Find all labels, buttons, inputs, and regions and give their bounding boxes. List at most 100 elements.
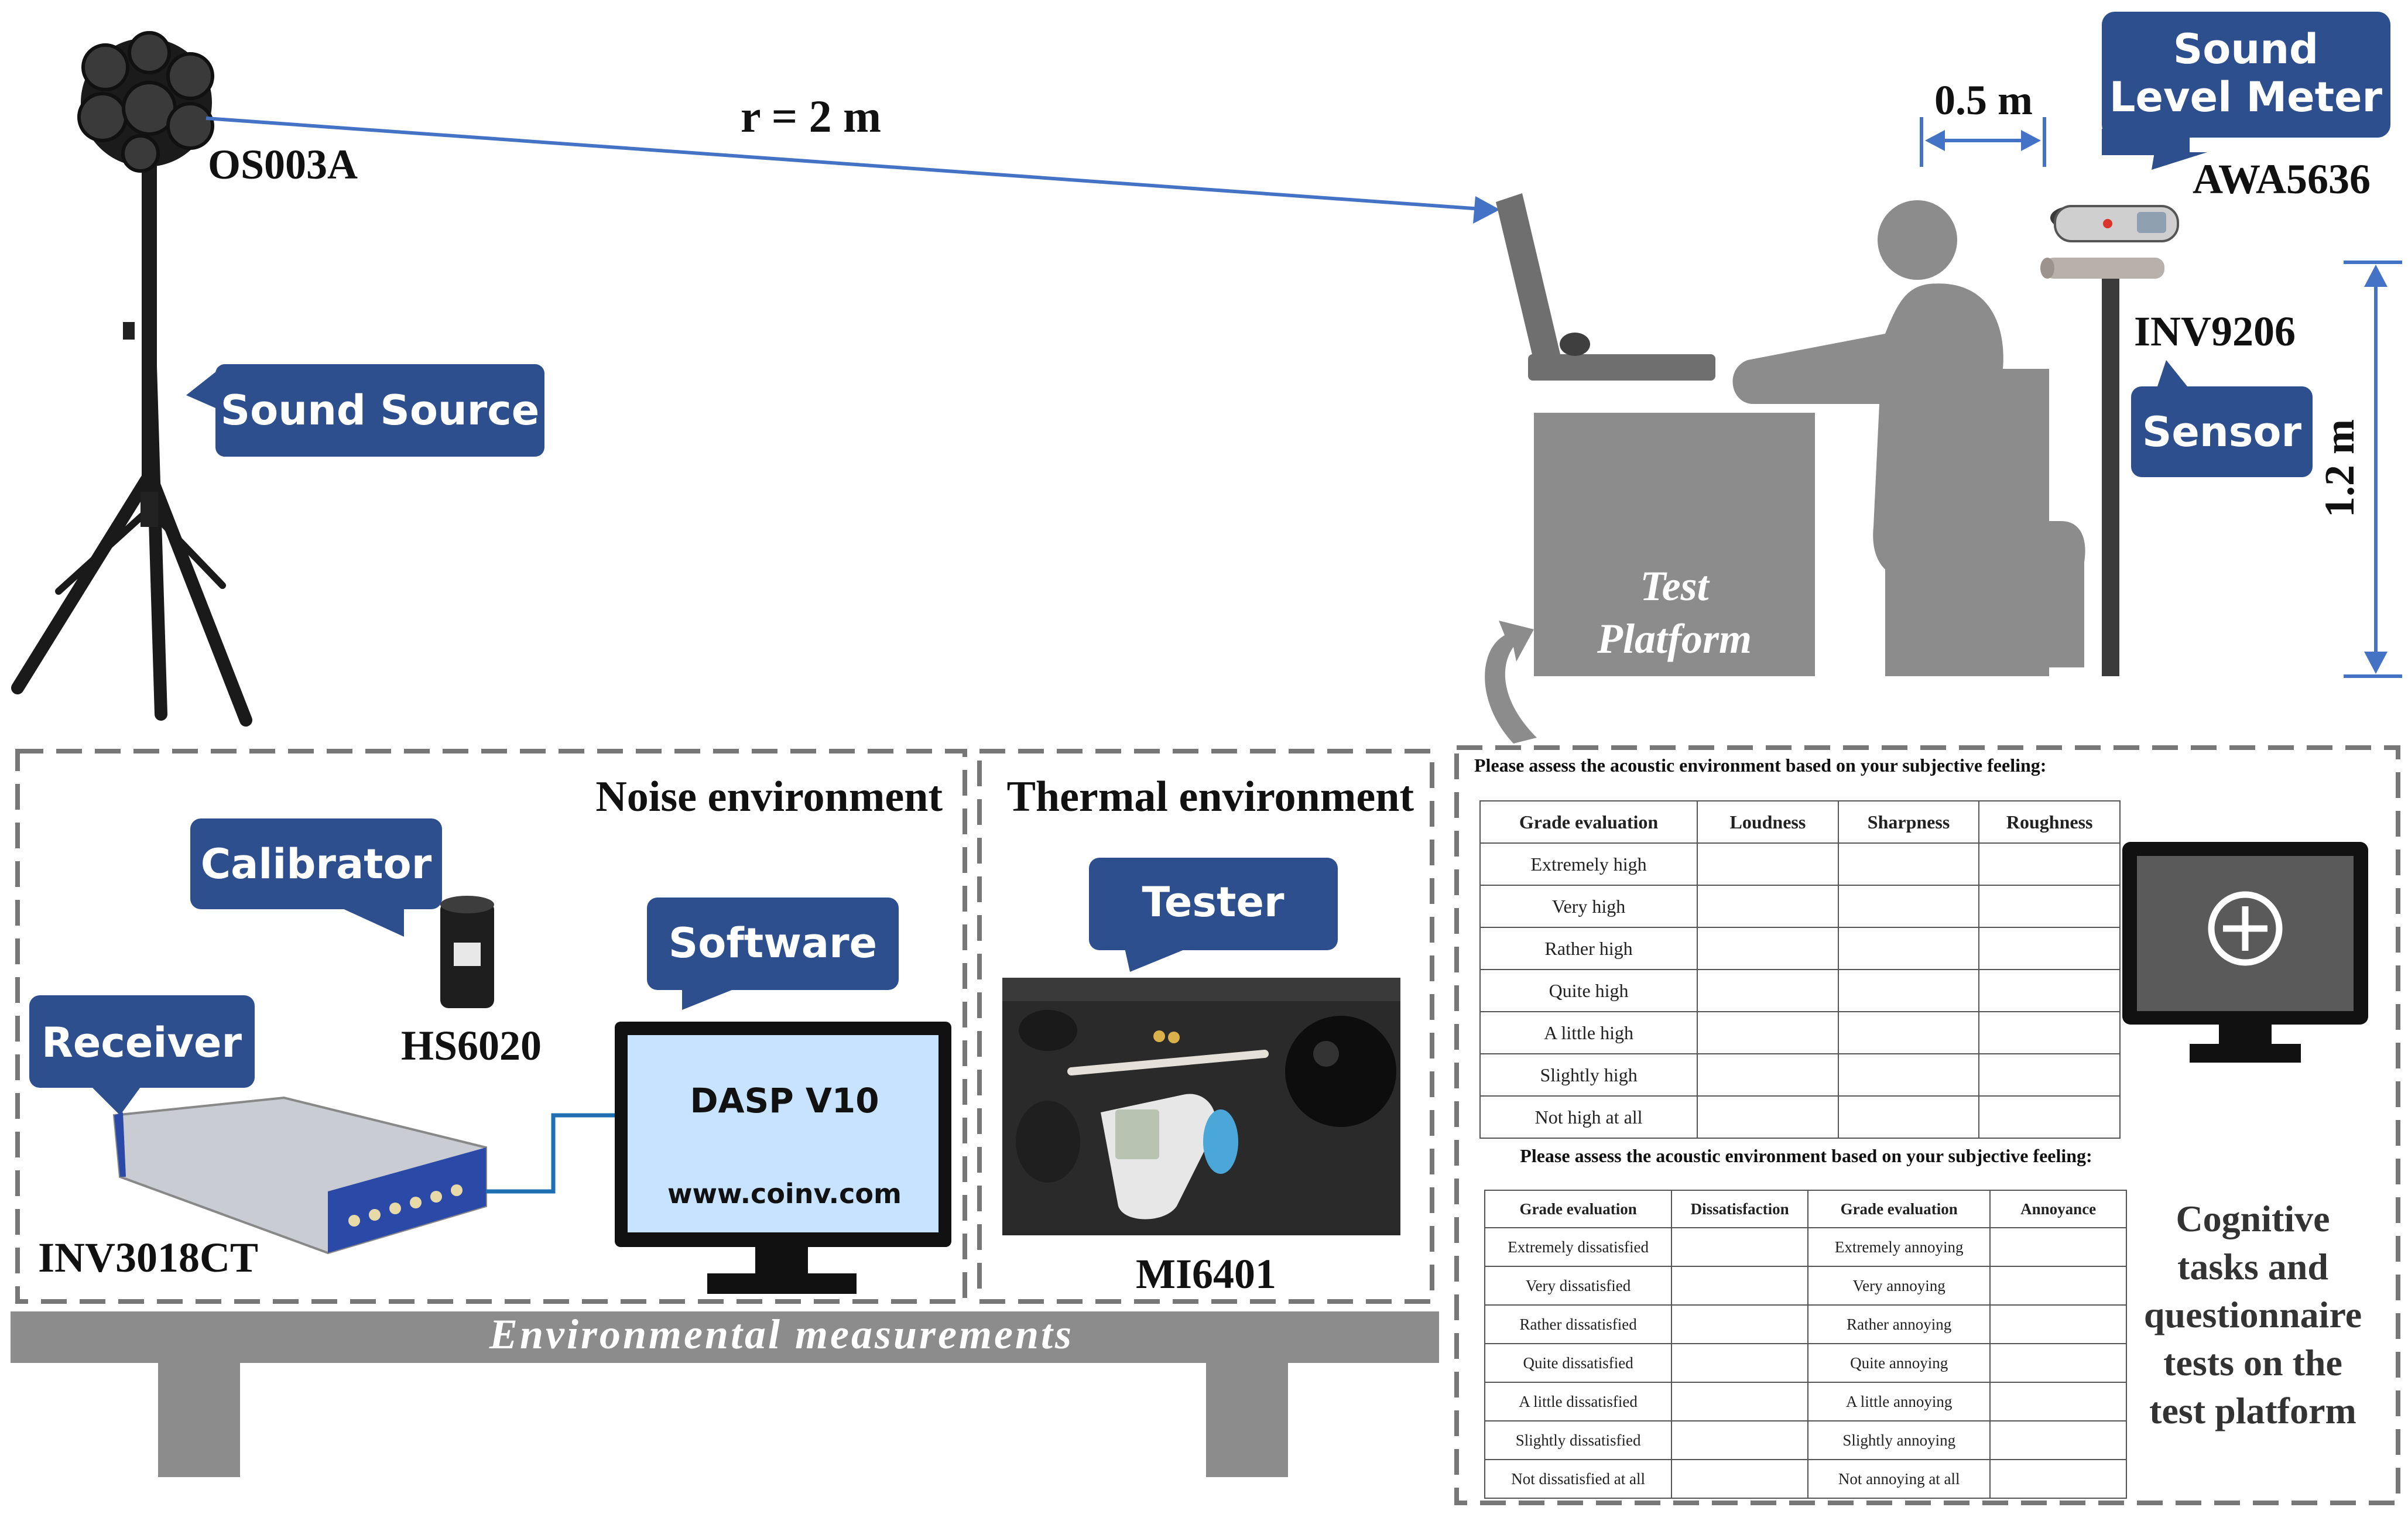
rating-cell[interactable] <box>1697 842 1839 886</box>
table-row: Extremely high <box>1479 842 2121 886</box>
rating-cell[interactable] <box>1837 969 1980 1012</box>
rating-cell[interactable] <box>1697 885 1839 928</box>
calibrator-model-label: HS6020 <box>401 1022 542 1069</box>
source-model-label: OS003A <box>208 141 358 188</box>
dissatisfaction-grade-cell: A little dissatisfied <box>1484 1382 1673 1421</box>
table-header: Sharpness <box>1837 800 1980 844</box>
table-header: Roughness <box>1978 800 2121 844</box>
bench-label: Environmental measurements <box>489 1311 1074 1358</box>
rating-cell[interactable] <box>1978 885 2121 928</box>
table-header: Grade evaluation <box>1807 1190 1991 1228</box>
table-header: Annoyance <box>1989 1190 2127 1228</box>
rating-cell[interactable] <box>1837 1095 1980 1139</box>
dissatisfaction-grade-cell: Slightly dissatisfied <box>1484 1420 1673 1460</box>
thermal-environment-title: Thermal environment <box>1007 773 1414 821</box>
table-row: Very high <box>1479 885 2121 928</box>
rating-cell[interactable] <box>1837 1011 1980 1054</box>
sensor-stand <box>2102 272 2119 676</box>
software-callout: Software <box>647 898 899 1010</box>
rating-cell[interactable] <box>1989 1420 2127 1460</box>
sound-source-callout-text: Sound Source <box>221 386 539 434</box>
rating-cell[interactable] <box>1978 1053 2121 1097</box>
dodecahedron-speaker <box>77 31 214 173</box>
rating-cell[interactable] <box>1671 1382 1809 1421</box>
rating-cell[interactable] <box>1989 1343 2127 1383</box>
rating-cell[interactable] <box>1837 1053 1980 1097</box>
annoyance-grade-cell: Very annoying <box>1807 1266 1991 1306</box>
cognitive-caption-line1: Cognitive <box>2176 1198 2330 1239</box>
chair <box>1885 369 2049 676</box>
table-row: Very dissatisfied Very annoying <box>1484 1266 2127 1306</box>
rating-cell[interactable] <box>1978 927 2121 970</box>
rating-cell[interactable] <box>1697 1095 1839 1139</box>
tester-callout: Tester <box>1089 858 1338 972</box>
grade-cell: A little high <box>1479 1011 1698 1054</box>
annoyance-grade-cell: Quite annoying <box>1807 1343 1991 1383</box>
platform-label-line2: Platform <box>1597 615 1752 662</box>
sound-source-callout: Sound Source <box>186 364 544 457</box>
rating-cell[interactable] <box>1671 1343 1809 1383</box>
rating-cell[interactable] <box>1978 1011 2121 1054</box>
rating-cell[interactable] <box>1989 1266 2127 1306</box>
rating-cell[interactable] <box>1697 927 1839 970</box>
software-screen-url: www.coinv.com <box>667 1178 902 1210</box>
cognitive-monitor <box>2122 842 2368 1063</box>
meter-model-label: AWA5636 <box>2193 156 2371 203</box>
rating-cell[interactable] <box>1989 1459 2127 1499</box>
sensor-callout-text: Sensor <box>2142 408 2301 456</box>
table-row: Quite high <box>1479 969 2121 1012</box>
rating-cell[interactable] <box>1671 1459 1809 1499</box>
rating-cell[interactable] <box>1989 1304 2127 1344</box>
rating-cell[interactable] <box>1697 1011 1839 1054</box>
platform-label-line1: Test <box>1640 563 1710 609</box>
table-row: Slightly dissatisfied Slightly annoying <box>1484 1420 2127 1460</box>
annoyance-grade-cell: Slightly annoying <box>1807 1420 1991 1460</box>
table-row: Not dissatisfied at all Not annoying at a… <box>1484 1459 2127 1499</box>
table-header: Grade evaluation <box>1484 1190 1673 1228</box>
table-row: Not high at all <box>1479 1095 2121 1139</box>
rating-cell[interactable] <box>1697 969 1839 1012</box>
table-header-row: Grade evaluation Loudness Sharpness Roug… <box>1479 800 2121 844</box>
rating-cell[interactable] <box>1671 1304 1809 1344</box>
loudness-questionnaire-table: Grade evaluation Loudness Sharpness Roug… <box>1479 800 2121 1139</box>
rating-cell[interactable] <box>1671 1420 1809 1460</box>
dissatisfaction-grade-cell: Very dissatisfied <box>1484 1266 1673 1306</box>
questionnaire1-prompt: Please assess the acoustic environment b… <box>1474 755 2046 776</box>
calibrator-device <box>440 896 494 1008</box>
sound-level-meter-callout-line2: Level Meter <box>2109 73 2383 121</box>
table-header: Grade evaluation <box>1479 800 1698 844</box>
rating-cell[interactable] <box>1978 1095 2121 1139</box>
offset-label: 0.5 m <box>1934 77 2033 124</box>
cognitive-caption-line3: questionnaire <box>2144 1294 2362 1335</box>
rating-cell[interactable] <box>1837 927 1980 970</box>
rating-cell[interactable] <box>1989 1227 2127 1267</box>
rating-cell[interactable] <box>1978 842 2121 886</box>
sound-level-meter-callout: Sound Level Meter <box>2102 12 2390 170</box>
platform-link-arrow <box>1485 621 1537 744</box>
rating-cell[interactable] <box>1978 969 2121 1012</box>
questionnaire2-prompt: Please assess the acoustic environment b… <box>1520 1145 2092 1166</box>
height-label: 1.2 m <box>2316 419 2363 518</box>
dissatisfaction-grade-cell: Extremely dissatisfied <box>1484 1227 1673 1267</box>
measurement-bench <box>11 1311 1439 1477</box>
rating-cell[interactable] <box>1671 1266 1809 1306</box>
dissatisfaction-grade-cell: Not dissatisfied at all <box>1484 1459 1673 1499</box>
annoyance-grade-cell: Not annoying at all <box>1807 1459 1991 1499</box>
table-header: Loudness <box>1697 800 1839 844</box>
table-row: A little high <box>1479 1011 2121 1054</box>
grade-cell: Quite high <box>1479 969 1698 1012</box>
rating-cell[interactable] <box>1989 1382 2127 1421</box>
rating-cell[interactable] <box>1837 885 1980 928</box>
rating-cell[interactable] <box>1837 842 1980 886</box>
distance-label: r = 2 m <box>741 91 881 142</box>
annoyance-grade-cell: Rather annoying <box>1807 1304 1991 1344</box>
sound-level-meter-callout-line1: Sound <box>2173 25 2318 73</box>
grade-cell: Not high at all <box>1479 1095 1698 1139</box>
rating-cell[interactable] <box>1671 1227 1809 1267</box>
rating-cell[interactable] <box>1697 1053 1839 1097</box>
software-screen-title: DASP V10 <box>690 1081 879 1121</box>
table-header-row: Grade evaluation Dissatisfaction Grade e… <box>1484 1190 2127 1228</box>
